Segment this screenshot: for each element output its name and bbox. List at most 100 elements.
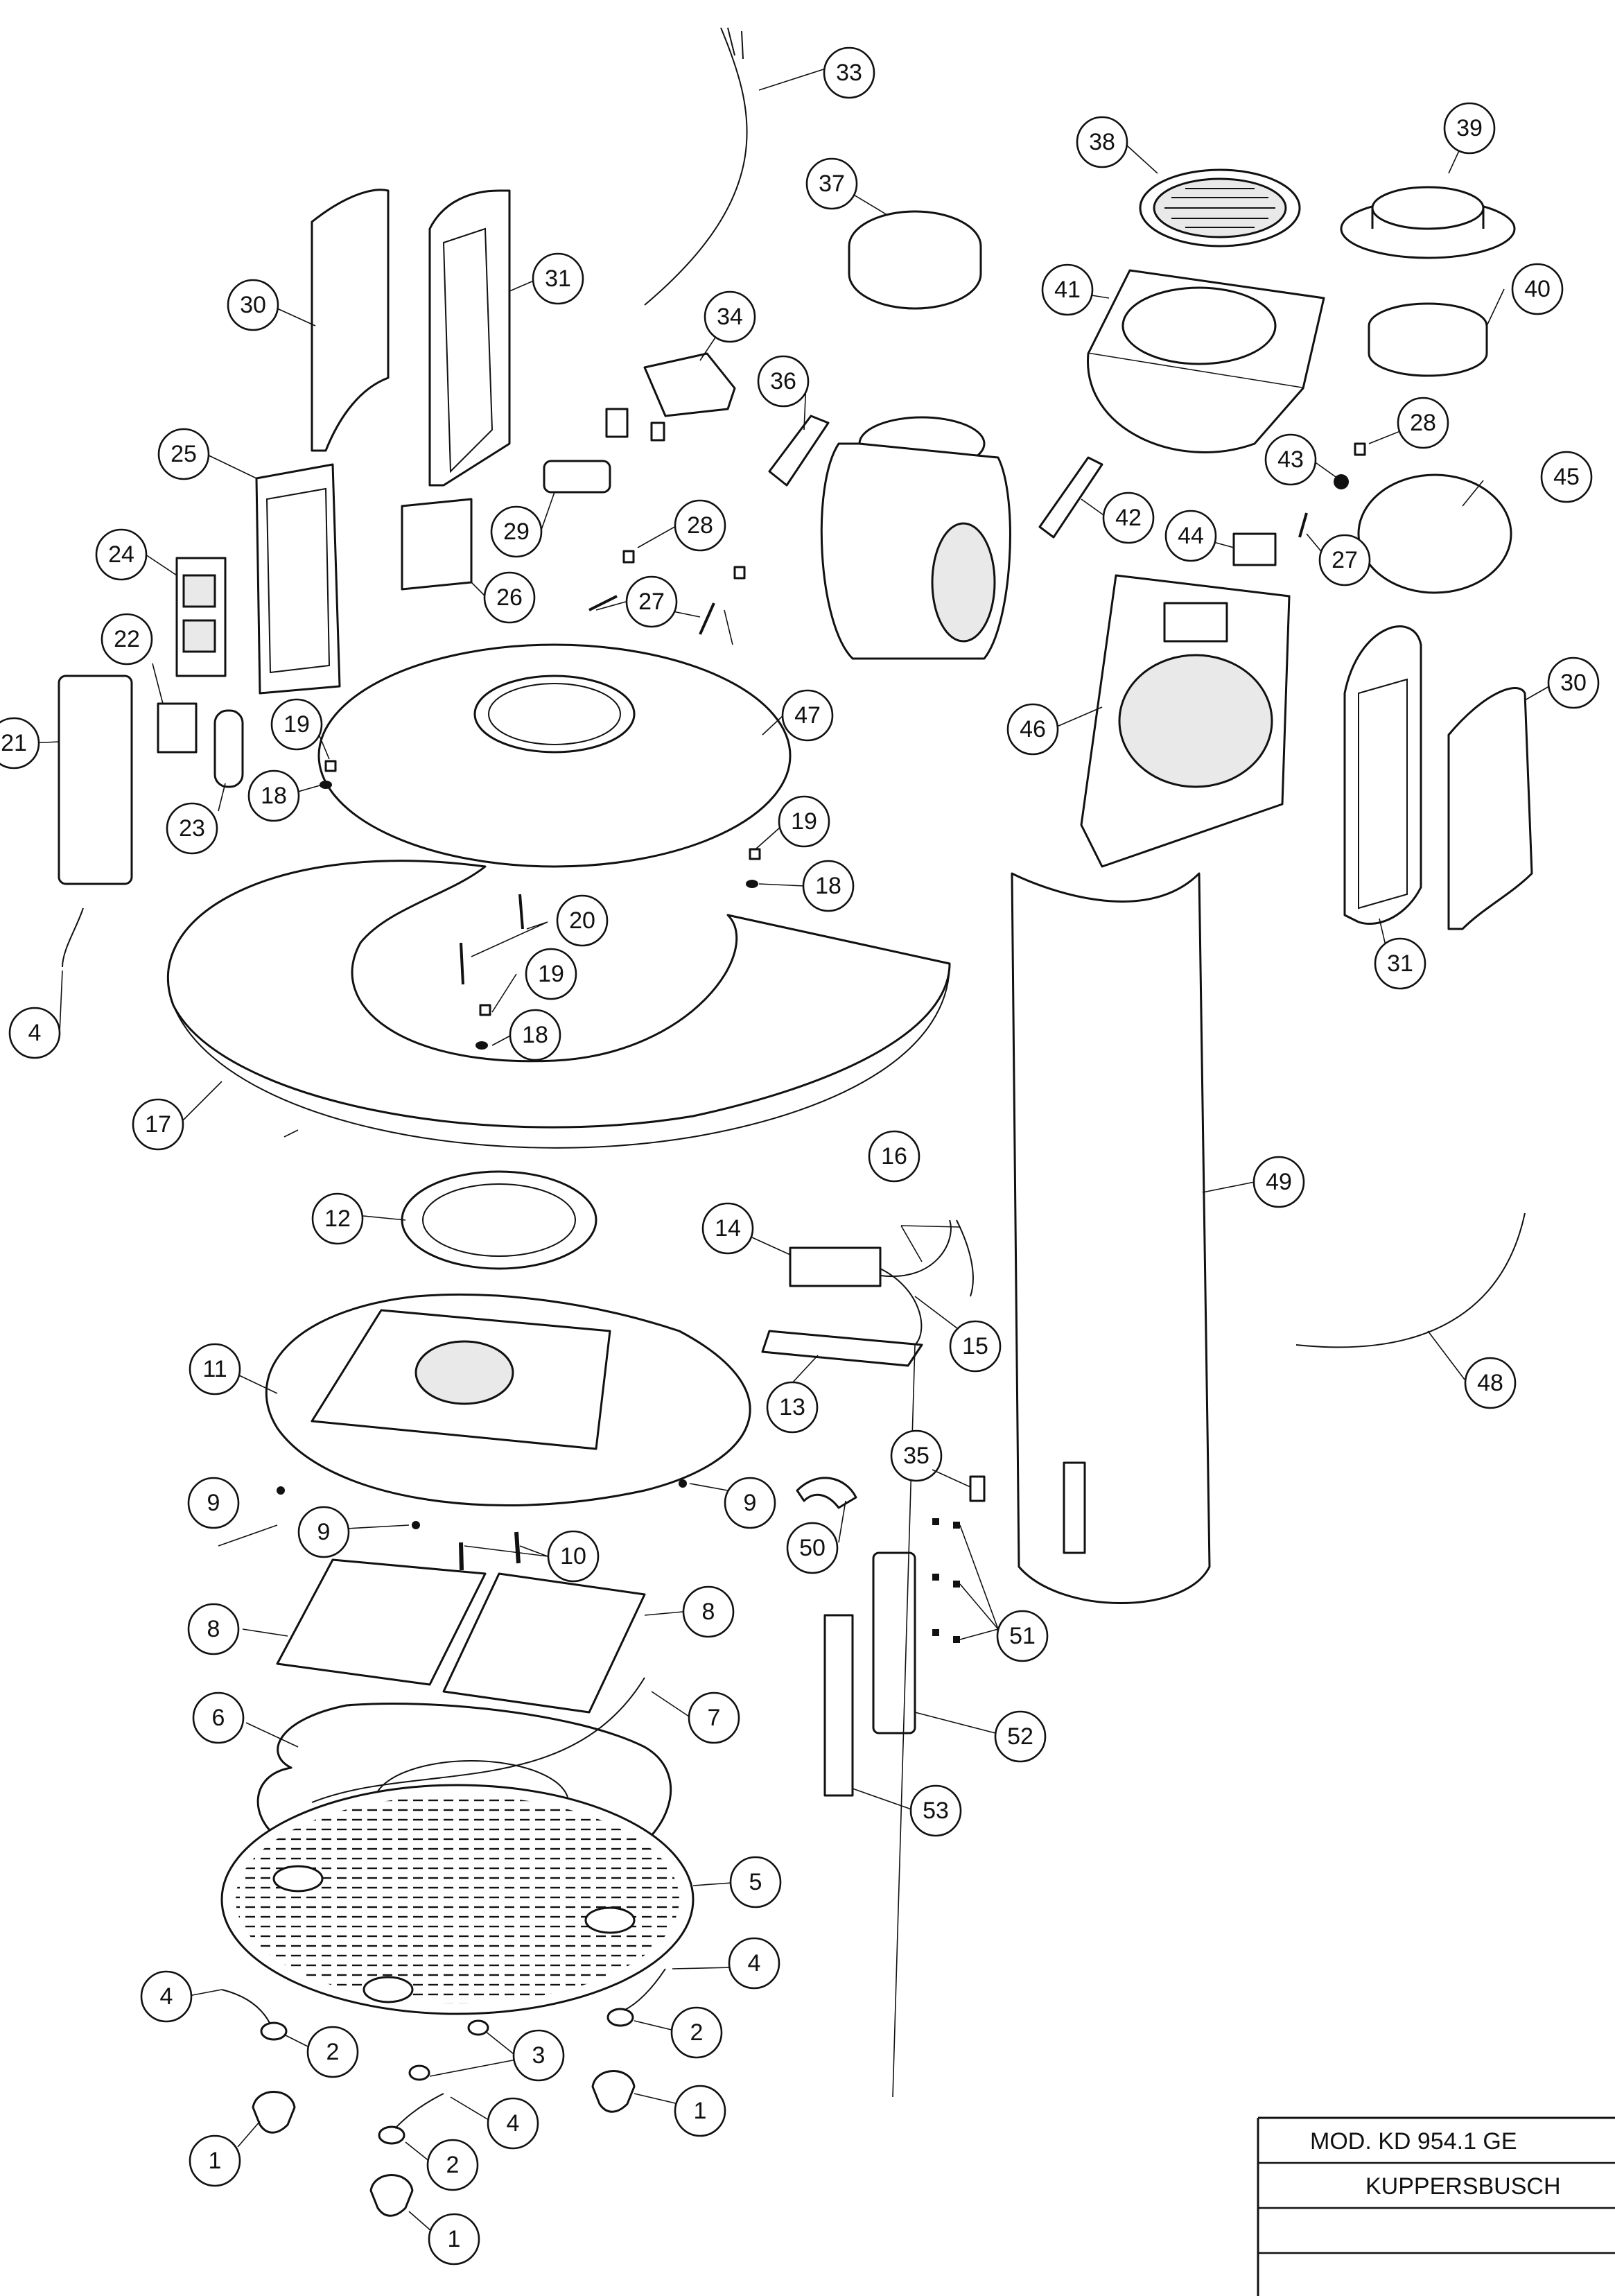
svg-text:9: 9	[317, 1519, 331, 1545]
cap-3-b	[408, 2064, 430, 2081]
callout-8: 8	[682, 1585, 735, 1638]
svg-text:52: 52	[1007, 1723, 1033, 1750]
callout-18: 18	[509, 1009, 561, 1061]
grille-5	[220, 1784, 695, 2015]
manufacturer-label: KUPPERSBUSCH	[1365, 2173, 1561, 2200]
callout-18: 18	[247, 769, 300, 822]
hood-canopy-17	[166, 860, 951, 1149]
svg-text:2: 2	[326, 2039, 340, 2065]
callout-2: 2	[670, 2006, 723, 2059]
round-grille-38	[1139, 168, 1301, 247]
svg-text:34: 34	[717, 304, 743, 330]
callout-11: 11	[189, 1343, 241, 1395]
control-panel-21	[58, 675, 133, 885]
cable-33	[644, 27, 748, 306]
svg-text:20: 20	[569, 907, 595, 934]
callout-12: 12	[311, 1192, 364, 1245]
pcb-24	[175, 557, 227, 677]
callout-21: 21	[0, 717, 40, 769]
callout-15: 15	[949, 1320, 1002, 1373]
svg-text:49: 49	[1266, 1169, 1292, 1195]
ring-40	[1368, 302, 1488, 377]
svg-text:38: 38	[1089, 129, 1115, 155]
svg-text:21: 21	[1, 730, 27, 756]
svg-text:36: 36	[770, 368, 796, 394]
bracket-42	[1038, 456, 1103, 539]
lamp-1-left	[252, 2091, 296, 2134]
svg-text:8: 8	[702, 1599, 715, 1625]
svg-text:43: 43	[1277, 446, 1304, 473]
callout-27: 27	[1318, 534, 1371, 586]
callout-1: 1	[674, 2085, 726, 2137]
svg-text:4: 4	[28, 1020, 42, 1046]
callout-3: 3	[512, 2029, 565, 2082]
svg-text:18: 18	[261, 783, 287, 809]
part-35	[969, 1475, 986, 1502]
callout-44: 44	[1164, 510, 1217, 562]
svg-text:5: 5	[749, 1869, 762, 1895]
svg-text:9: 9	[744, 1490, 757, 1516]
svg-text:13: 13	[779, 1394, 805, 1420]
callout-7: 7	[688, 1691, 740, 1744]
top-plate-47	[317, 643, 792, 868]
callout-28: 28	[674, 499, 726, 552]
bracket-13	[761, 1330, 923, 1367]
title-block: MOD. KD 954.1 GE KUPPERSBUSCH	[1257, 2116, 1615, 2296]
svg-text:18: 18	[815, 873, 841, 899]
callout-49: 49	[1252, 1156, 1305, 1208]
callout-50: 50	[786, 1522, 839, 1574]
svg-text:24: 24	[108, 541, 134, 568]
svg-text:33: 33	[836, 60, 862, 86]
callout-26: 26	[483, 571, 536, 624]
spigot-ring-37	[848, 210, 982, 310]
switch-22	[157, 702, 198, 754]
transformer-14	[789, 1246, 882, 1287]
frame-31-left	[428, 189, 511, 487]
svg-text:12: 12	[324, 1206, 351, 1232]
callout-4: 4	[8, 1007, 61, 1059]
svg-text:9: 9	[207, 1490, 220, 1516]
svg-text:22: 22	[114, 626, 140, 652]
wire-4-c	[394, 2093, 444, 2129]
terminal-block	[605, 408, 629, 438]
svg-text:31: 31	[545, 266, 571, 292]
ring-12	[401, 1170, 597, 1270]
callout-30: 30	[1547, 656, 1600, 709]
wire-4-a	[221, 1989, 271, 2025]
capacitor-29	[543, 460, 611, 494]
wire-4-left	[62, 907, 84, 968]
svg-text:40: 40	[1524, 276, 1551, 302]
wire-4-b	[623, 1968, 666, 2011]
callout-41: 41	[1041, 263, 1094, 316]
callout-46: 46	[1006, 703, 1059, 756]
callout-42: 42	[1102, 492, 1155, 544]
blower-unit	[820, 416, 1011, 660]
callouts: 1 1 1 2 2 2 3 4 4 4 4 5 6 7 8 8 9 9 9 10…	[0, 46, 1600, 2265]
svg-text:27: 27	[1332, 547, 1358, 573]
side-panel-30-right	[1447, 687, 1533, 930]
lamp-1-bottom	[369, 2174, 414, 2217]
svg-text:48: 48	[1477, 1370, 1503, 1396]
model-label: MOD. KD 954.1 GE	[1310, 2128, 1517, 2155]
callout-23: 23	[166, 802, 218, 855]
callout-5: 5	[729, 1856, 782, 1908]
callout-18: 18	[802, 860, 855, 912]
svg-text:28: 28	[1410, 410, 1436, 436]
callout-1: 1	[428, 2213, 480, 2265]
callout-34: 34	[704, 290, 756, 343]
callout-6: 6	[192, 1691, 245, 1744]
callout-4: 4	[728, 1937, 780, 1990]
svg-text:30: 30	[1560, 670, 1587, 696]
side-panel-30-left	[311, 189, 390, 452]
callout-2: 2	[426, 2139, 479, 2191]
callout-48: 48	[1464, 1357, 1517, 1409]
svg-text:30: 30	[240, 292, 266, 318]
callout-45: 45	[1540, 451, 1593, 503]
clip-50	[796, 1477, 857, 1509]
frame-31-right	[1343, 625, 1422, 925]
callout-43: 43	[1264, 433, 1317, 486]
svg-text:51: 51	[1009, 1623, 1036, 1649]
flanged-ring-39	[1340, 186, 1516, 259]
knob-23	[213, 709, 244, 788]
